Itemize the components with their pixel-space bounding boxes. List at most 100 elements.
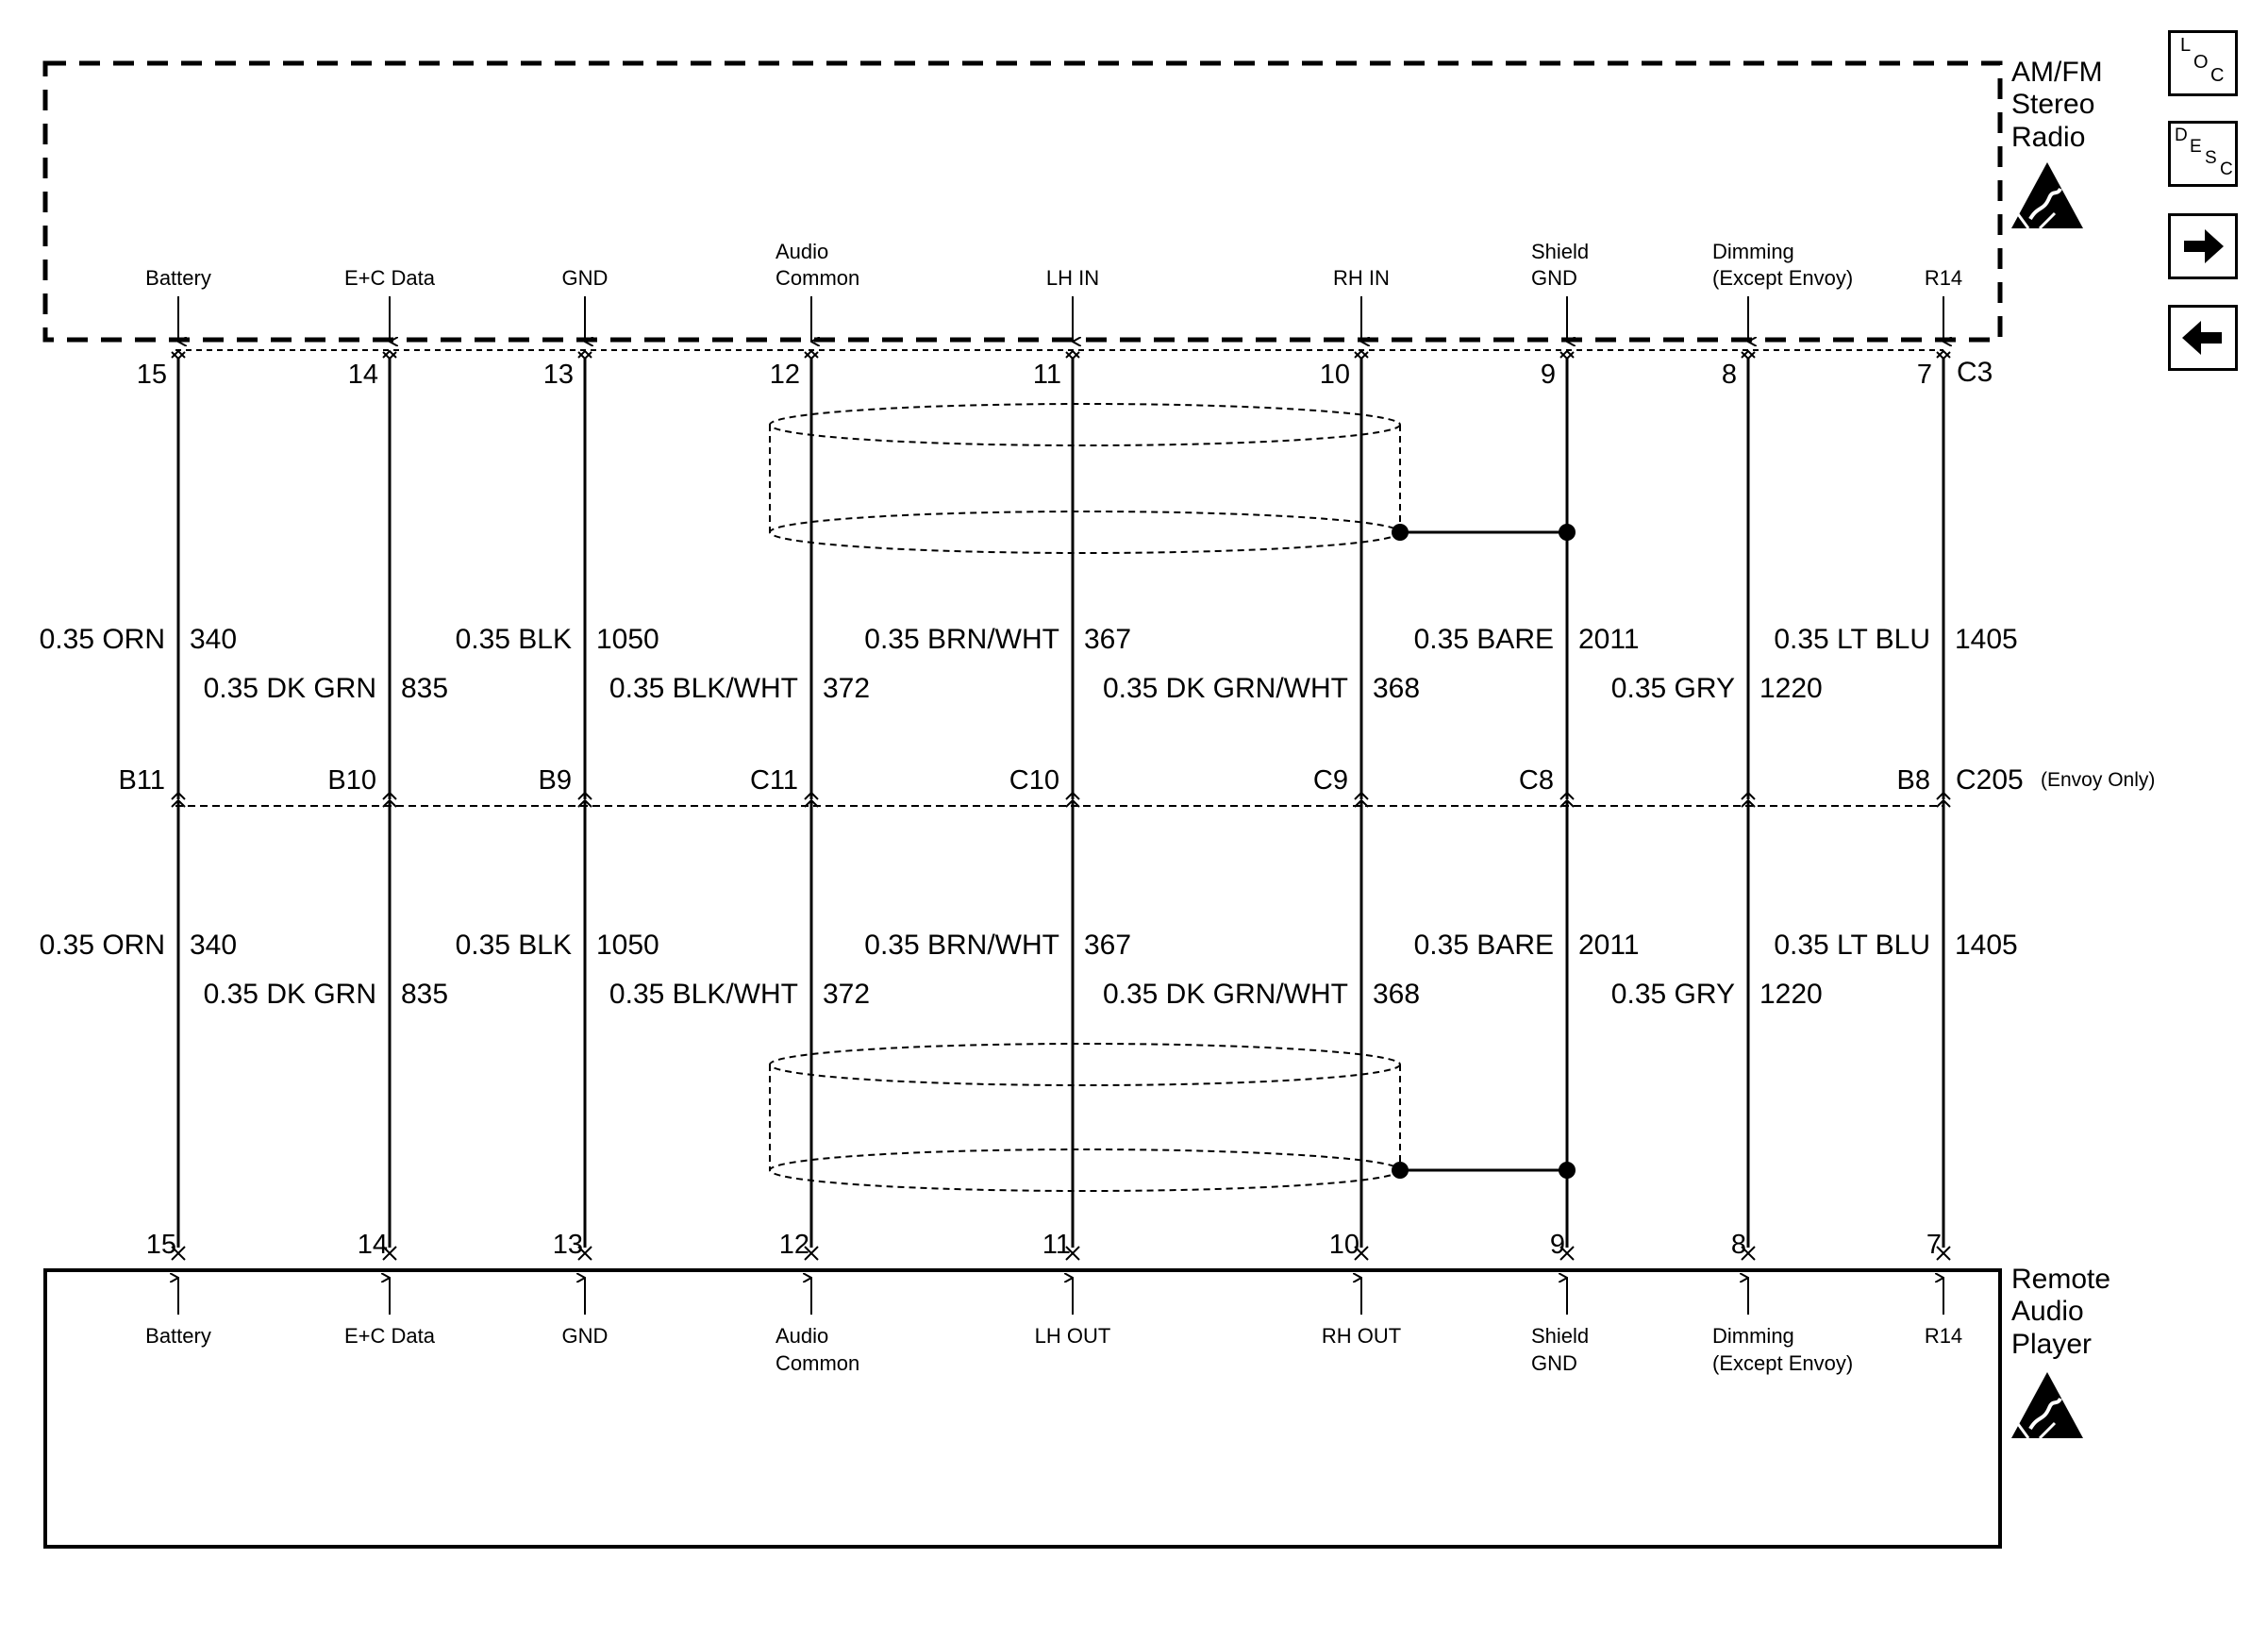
c3-connector-name: C3: [1957, 357, 1993, 388]
nav-loc-button[interactable]: L O C: [2168, 30, 2238, 96]
c205-chevron-up-10: [1354, 791, 1369, 800]
c205-chevron-up-7: [1936, 791, 1951, 800]
player-pin-label-12-a: Audio: [775, 1324, 828, 1348]
player-pin-label-8-b: (Except Envoy): [1712, 1351, 1853, 1375]
player-pin-label-12-b: Common: [775, 1351, 859, 1375]
player-pin-label-8-a: Dimming: [1712, 1324, 1794, 1348]
player-pin-chevron-up-10: [1354, 1251, 1369, 1261]
player-pin-label-15: Battery: [145, 1324, 211, 1348]
player-pin-num-8: 8: [1731, 1230, 1746, 1260]
lower-wire-spec-367: 0.35 BRN/WHT: [864, 930, 1059, 961]
upper-wire-circuit-1220: 1220: [1759, 673, 1823, 704]
player-pin-chevron-up-11: [1065, 1251, 1080, 1261]
player-name-line-3: Player: [2011, 1329, 2092, 1360]
player-pin-num-11: 11: [1042, 1230, 1071, 1260]
lower-wire-circuit-1220: 1220: [1759, 979, 1823, 1010]
arrow-right-icon: [2184, 229, 2224, 263]
c205-connector-name: C205: [1956, 764, 2024, 796]
upper-wire-spec-1050: 0.35 BLK: [456, 624, 572, 655]
radio-pin-num-11: 11: [1033, 360, 1061, 390]
player-name-line-2: Audio: [2011, 1296, 2084, 1327]
player-pin-num-15: 15: [146, 1230, 176, 1260]
radio-pin-label-12-b: Common: [775, 266, 859, 290]
c205-connector-note: (Envoy Only): [2041, 769, 2155, 791]
player-pin-label-9-a: Shield: [1531, 1324, 1589, 1348]
lower-wire-circuit-2011: 2011: [1578, 930, 1640, 961]
radio-pin-label-7: R14: [1925, 266, 1962, 290]
upper-wire-circuit-368: 368: [1373, 673, 1420, 704]
nav-desc-e: E: [2190, 137, 2202, 157]
c205-pin-C8: C8: [1519, 765, 1554, 796]
radio-pin-num-12: 12: [770, 360, 800, 390]
radio-name-line-3: Radio: [2011, 122, 2085, 153]
radio-pin-label-15: Battery: [145, 266, 211, 290]
upper-wire-spec-2011: 0.35 BARE: [1414, 624, 1554, 655]
nav-loc-l: L: [2180, 35, 2192, 56]
radio-pin-label-10: RH IN: [1333, 266, 1390, 290]
c3-pin-chevron-14: [382, 351, 397, 360]
upper-wire-circuit-372: 372: [823, 673, 870, 704]
radio-pin-label-9-a: Shield: [1531, 240, 1589, 263]
c205-pin-B10: B10: [327, 765, 376, 796]
player-pin-num-7: 7: [1926, 1230, 1942, 1260]
upper-wire-spec-340: 0.35 ORN: [40, 624, 165, 655]
radio-name-line-1: AM/FM: [2011, 57, 2103, 88]
c3-pin-chevron-12: [804, 351, 819, 360]
c205-chevron-up-9: [1559, 791, 1575, 800]
player-pin-label-11: LH OUT: [1035, 1324, 1111, 1348]
radio-name-line-2: Stereo: [2011, 89, 2094, 120]
radio-pin-num-9: 9: [1541, 360, 1556, 390]
player-pin-chevron-up-9: [1559, 1251, 1575, 1261]
c205-chevron-up-13: [577, 791, 592, 800]
lower-wire-circuit-340: 340: [190, 930, 237, 961]
lower-wire-spec-1405: 0.35 LT BLU: [1774, 930, 1930, 961]
c3-pin-chevron-7: [1936, 351, 1951, 360]
c3-pin-chevron-8: [1741, 351, 1756, 360]
radio-pin-num-13: 13: [543, 360, 574, 390]
player-pin-num-12: 12: [779, 1230, 809, 1260]
player-pin-label-13: GND: [562, 1324, 609, 1348]
c205-chevron-up-8: [1741, 791, 1756, 800]
radio-name: AM/FM Stereo Radio: [2011, 57, 2103, 153]
nav-desc-d: D: [2175, 126, 2188, 145]
player-pin-num-14: 14: [358, 1230, 388, 1260]
upper-wire-circuit-340: 340: [190, 624, 237, 655]
shield-upper: [769, 403, 1576, 554]
upper-wire-spec-372: 0.35 BLK/WHT: [609, 673, 798, 704]
nav-next-button[interactable]: [2168, 213, 2238, 279]
upper-wire-circuit-2011: 2011: [1578, 624, 1640, 655]
arrow-left-icon: [2182, 321, 2222, 355]
radio-pin-label-13: GND: [562, 266, 609, 290]
lower-wire-circuit-367: 367: [1084, 930, 1131, 961]
lower-wire-spec-1220: 0.35 GRY: [1611, 979, 1735, 1010]
player-component-box: [43, 1268, 2002, 1549]
lower-wire-circuit-368: 368: [1373, 979, 1420, 1010]
c205-pin-C10: C10: [1009, 765, 1059, 796]
radio-pin-label-14: E+C Data: [344, 266, 436, 290]
radio-pin-num-7: 7: [1917, 360, 1932, 390]
player-pin-label-14: E+C Data: [344, 1324, 436, 1348]
player-pin-num-9: 9: [1550, 1230, 1565, 1260]
nav-desc-button[interactable]: D E S C: [2168, 121, 2238, 187]
player-pin-num-13: 13: [553, 1230, 583, 1260]
nav-desc-c: C: [2220, 159, 2233, 179]
esd-warning-icon-2: [2011, 1372, 2083, 1440]
upper-wire-circuit-1050: 1050: [596, 624, 659, 655]
c205-pin-C11: C11: [750, 765, 798, 796]
radio-pin-num-14: 14: [348, 360, 378, 390]
upper-wire-spec-1405: 0.35 LT BLU: [1774, 624, 1930, 655]
nav-prev-button[interactable]: [2168, 305, 2238, 371]
nav-desc-s: S: [2205, 148, 2217, 168]
lower-wire-circuit-372: 372: [823, 979, 870, 1010]
c3-pin-chevron-13: [577, 351, 592, 360]
player-pin-label-7: R14: [1925, 1324, 1962, 1348]
radio-pin-label-9-b: GND: [1531, 266, 1577, 290]
upper-wire-circuit-1405: 1405: [1955, 624, 2018, 655]
player-pin-chevron-up-12: [804, 1251, 819, 1261]
lower-wire-spec-368: 0.35 DK GRN/WHT: [1103, 979, 1348, 1010]
upper-wire-circuit-835: 835: [401, 673, 448, 704]
player-pin-chevron-up-14: [382, 1251, 397, 1261]
player-pin-chevron-up-15: [171, 1251, 186, 1261]
